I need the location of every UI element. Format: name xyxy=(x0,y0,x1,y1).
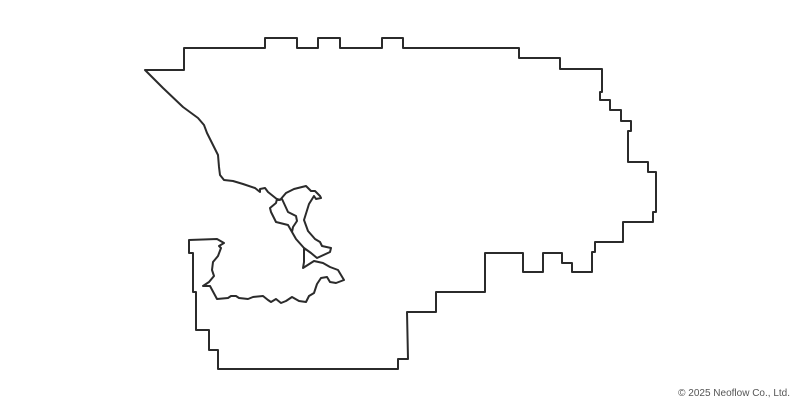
region-outer-boundary xyxy=(144,37,657,370)
map-attribution: © 2025 Neoflow Co., Ltd. xyxy=(678,388,790,399)
